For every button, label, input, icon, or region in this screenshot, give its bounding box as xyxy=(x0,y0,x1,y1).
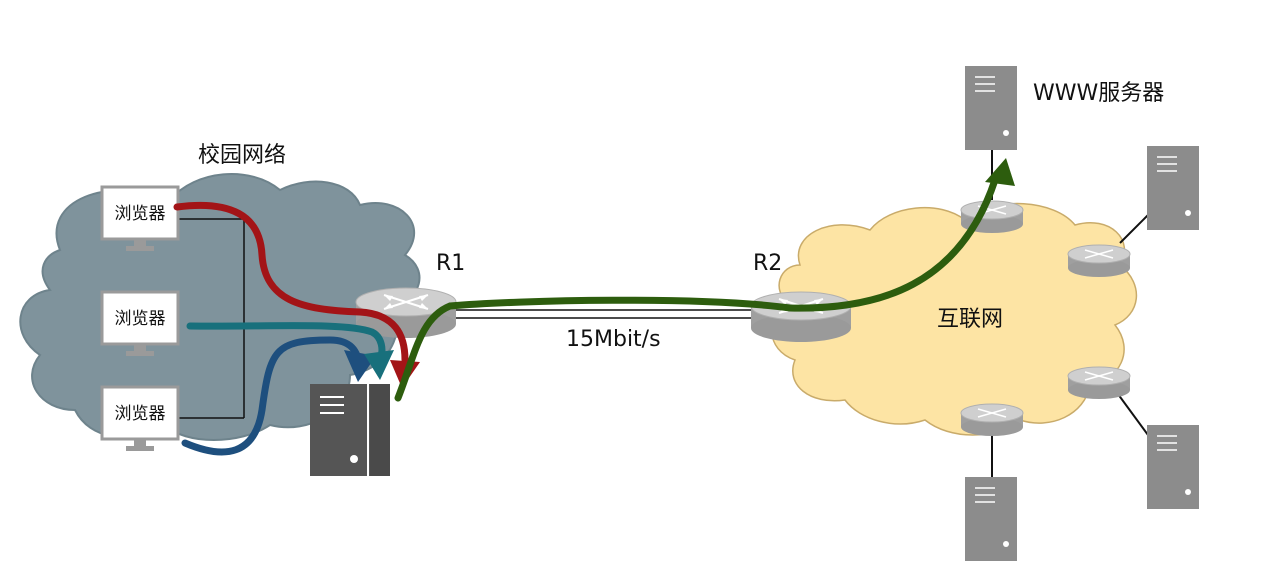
flow-red xyxy=(173,201,409,364)
browser-3: 浏览器 xyxy=(100,385,180,453)
campus-network-label: 校园网络 xyxy=(198,143,286,168)
router-r2-icon xyxy=(750,291,852,343)
router-r2-label: R2 xyxy=(753,251,782,276)
flow-teal xyxy=(186,322,386,364)
browser-label: 浏览器 xyxy=(115,404,166,424)
internet-router-icon xyxy=(960,403,1024,437)
campus-lan-bus xyxy=(177,218,245,419)
wan-link xyxy=(455,309,752,319)
flow-green xyxy=(394,176,999,402)
flow-blue xyxy=(181,336,364,456)
browser-2: 浏览器 xyxy=(100,290,180,358)
bandwidth-label: 15Mbit/s xyxy=(566,327,661,352)
flow-teal-arrowhead xyxy=(364,350,394,380)
www-server-label: WWW服务器 xyxy=(1033,81,1164,106)
server-icon xyxy=(964,476,1018,562)
internet-label: 互联网 xyxy=(937,307,1003,332)
flow-arrows xyxy=(173,158,1015,456)
browser-1: 浏览器 xyxy=(100,185,180,253)
flow-green-arrowhead xyxy=(985,158,1015,186)
internet-router-icon xyxy=(1067,366,1131,400)
proxy-server-icon xyxy=(310,384,390,476)
browser-label: 浏览器 xyxy=(115,309,166,329)
www-server-icon xyxy=(964,65,1018,151)
browser-label: 浏览器 xyxy=(115,204,166,224)
internet-router-icon xyxy=(1067,244,1131,278)
server-icon xyxy=(1146,145,1200,231)
server-icon xyxy=(1146,424,1200,510)
router-r1-label: R1 xyxy=(436,251,465,276)
